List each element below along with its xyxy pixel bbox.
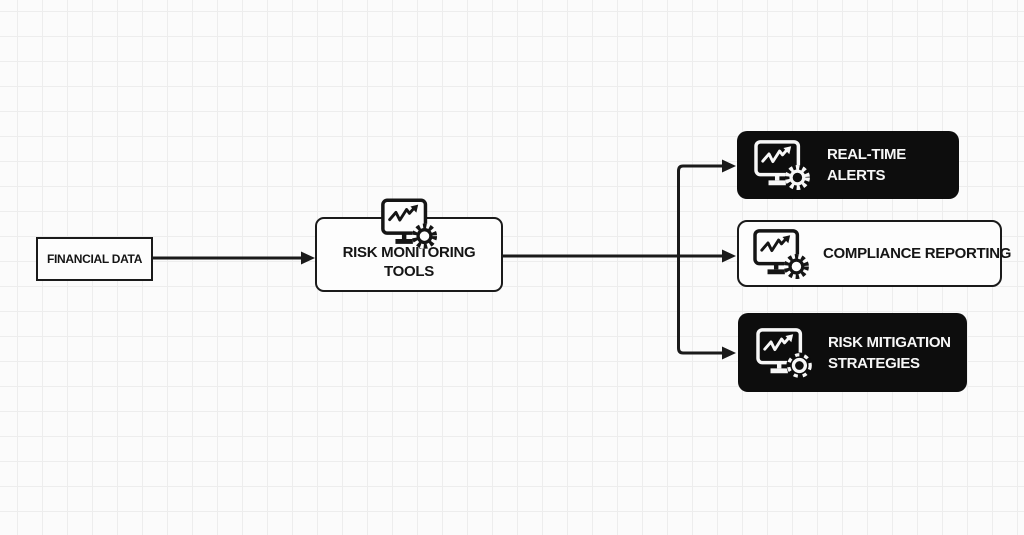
risk-monitoring-tools-label-line1: RISK MONITORING — [342, 244, 476, 261]
node-compliance-reporting: COMPLIANCE REPORTING — [737, 220, 1011, 287]
arrowhead-rmt — [301, 251, 315, 265]
edge-branch — [677, 164, 723, 355]
monitor-chart-gear-icon — [379, 197, 439, 250]
compliance-reporting-label: COMPLIANCE REPORTING — [823, 245, 1012, 262]
risk-monitoring-tools-label-line2: TOOLS — [384, 263, 434, 280]
node-risk-mitigation-strategies: RISK MITIGATION STRATEGIES — [738, 313, 967, 392]
monitor-chart-gear-icon — [752, 139, 812, 191]
node-financial-data: FINANCIAL DATA — [36, 237, 153, 281]
real-time-alerts-label: REAL-TIME ALERTS — [827, 144, 906, 186]
risk-mitigation-strategies-label-line1: RISK MITIGATION — [828, 333, 951, 351]
real-time-alerts-label-line2: ALERTS — [827, 167, 886, 184]
arrowhead-alerts — [722, 159, 736, 173]
monitor-chart-gear-dashed-icon — [754, 327, 814, 379]
real-time-alerts-label-line1: REAL-TIME — [827, 146, 906, 163]
risk-mitigation-strategies-label-line2: STRATEGIES — [828, 354, 920, 372]
arrowhead-compliance — [722, 249, 736, 263]
node-risk-monitoring-tools: RISK MONITORING TOOLS — [315, 217, 503, 292]
monitor-chart-gear-icon — [751, 228, 811, 280]
arrowhead-mitigation — [722, 346, 736, 360]
risk-mitigation-strategies-label: RISK MITIGATION STRATEGIES — [828, 332, 951, 374]
financial-data-label: FINANCIAL DATA — [46, 252, 143, 266]
node-real-time-alerts: REAL-TIME ALERTS — [737, 131, 959, 199]
